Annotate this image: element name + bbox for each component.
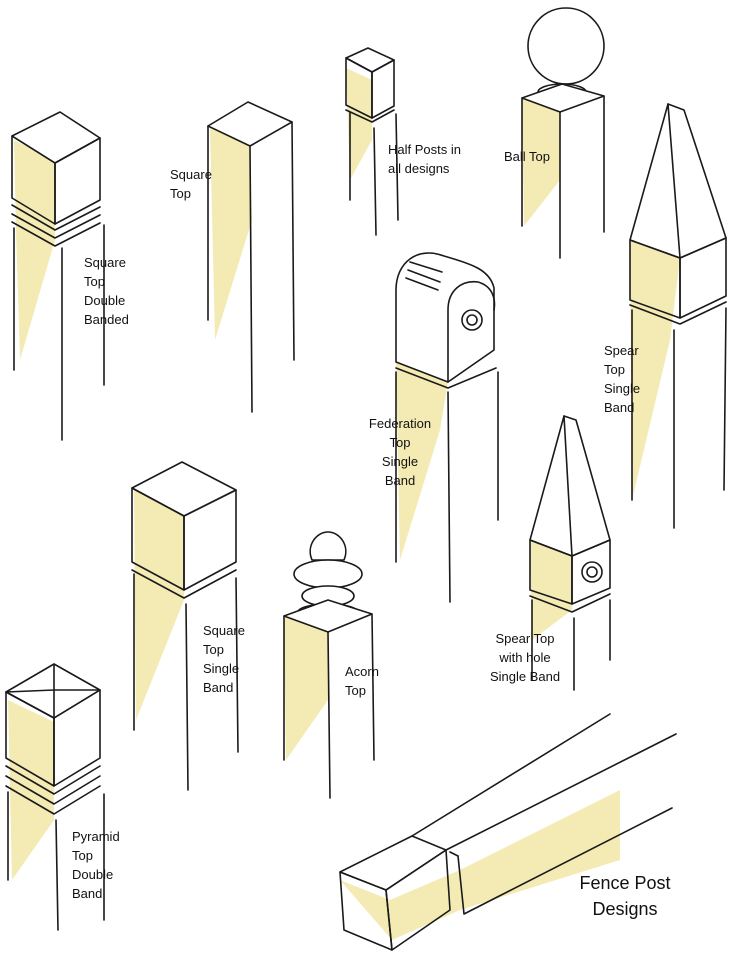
- page-title: Fence Post Designs: [579, 873, 671, 919]
- label-square-top-single-band: Square Top Single Band: [203, 623, 245, 695]
- post-horizontal: [339, 713, 677, 951]
- post-ball-top: [521, 7, 605, 259]
- label-spear-top-with-hole: Spear Top with hole Single Band: [489, 631, 561, 684]
- post-square-top: [207, 101, 295, 413]
- label-square-top: Square Top: [170, 167, 212, 201]
- label-ball-top: Ball Top: [504, 149, 551, 164]
- post-spear-top-single-band: [629, 103, 727, 529]
- label-square-top-double-banded: Square Top Double Banded: [84, 255, 129, 327]
- post-spear-top-with-hole: [529, 415, 611, 691]
- label-pyramid-top-double-band: Pyramid Top Double Band: [72, 829, 120, 901]
- post-square-top-single-band: [131, 461, 239, 791]
- post-pyramid-top-double-band: [5, 663, 105, 931]
- label-acorn-top: Acorn Top: [345, 664, 379, 698]
- post-acorn-top: [283, 531, 375, 799]
- label-half-posts: Half Posts in all designs: [388, 142, 461, 176]
- label-federation-top-single-band: Federation Top Single Band: [368, 416, 432, 488]
- post-federation-top-single-band: [395, 252, 499, 603]
- label-spear-top-single-band: Spear Top Single Band: [604, 343, 641, 415]
- post-square-top-double-banded: [11, 111, 105, 441]
- post-half: [345, 47, 399, 236]
